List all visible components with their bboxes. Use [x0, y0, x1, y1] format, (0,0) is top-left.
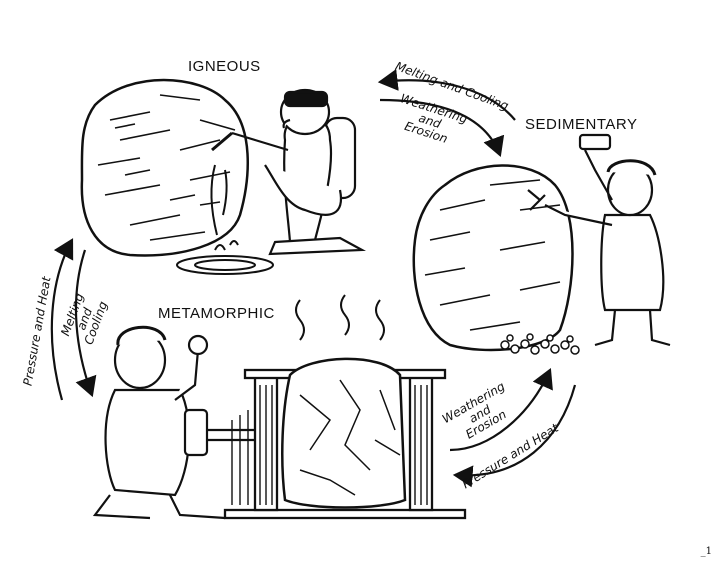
metamorphic-worker	[92, 325, 226, 520]
arrow-meta-to-ign	[50, 238, 74, 401]
pebbles	[500, 333, 580, 355]
igneous-worker	[211, 88, 366, 256]
sedimentary-boulder	[412, 164, 574, 352]
label-sedimentary: SEDIMENTARY	[525, 116, 638, 133]
sedimentary-worker	[527, 133, 671, 347]
cycle-arrows	[50, 69, 577, 488]
heat-waves	[295, 294, 385, 341]
arrow-ign-to-sed	[379, 98, 505, 158]
lava-puddle	[176, 164, 274, 275]
metamorphic-rock	[281, 357, 407, 509]
corner-mark: _1	[700, 546, 712, 557]
label-metamorphic: METAMORPHIC	[158, 305, 275, 322]
arrow-sed-to-meta	[452, 384, 577, 488]
arrow-meta-to-sed	[449, 367, 553, 452]
label-igneous: IGNEOUS	[188, 58, 261, 75]
arrow-ign-to-meta	[74, 249, 97, 398]
igneous-boulder	[80, 78, 249, 257]
arrow-sed-to-ign	[377, 69, 516, 121]
